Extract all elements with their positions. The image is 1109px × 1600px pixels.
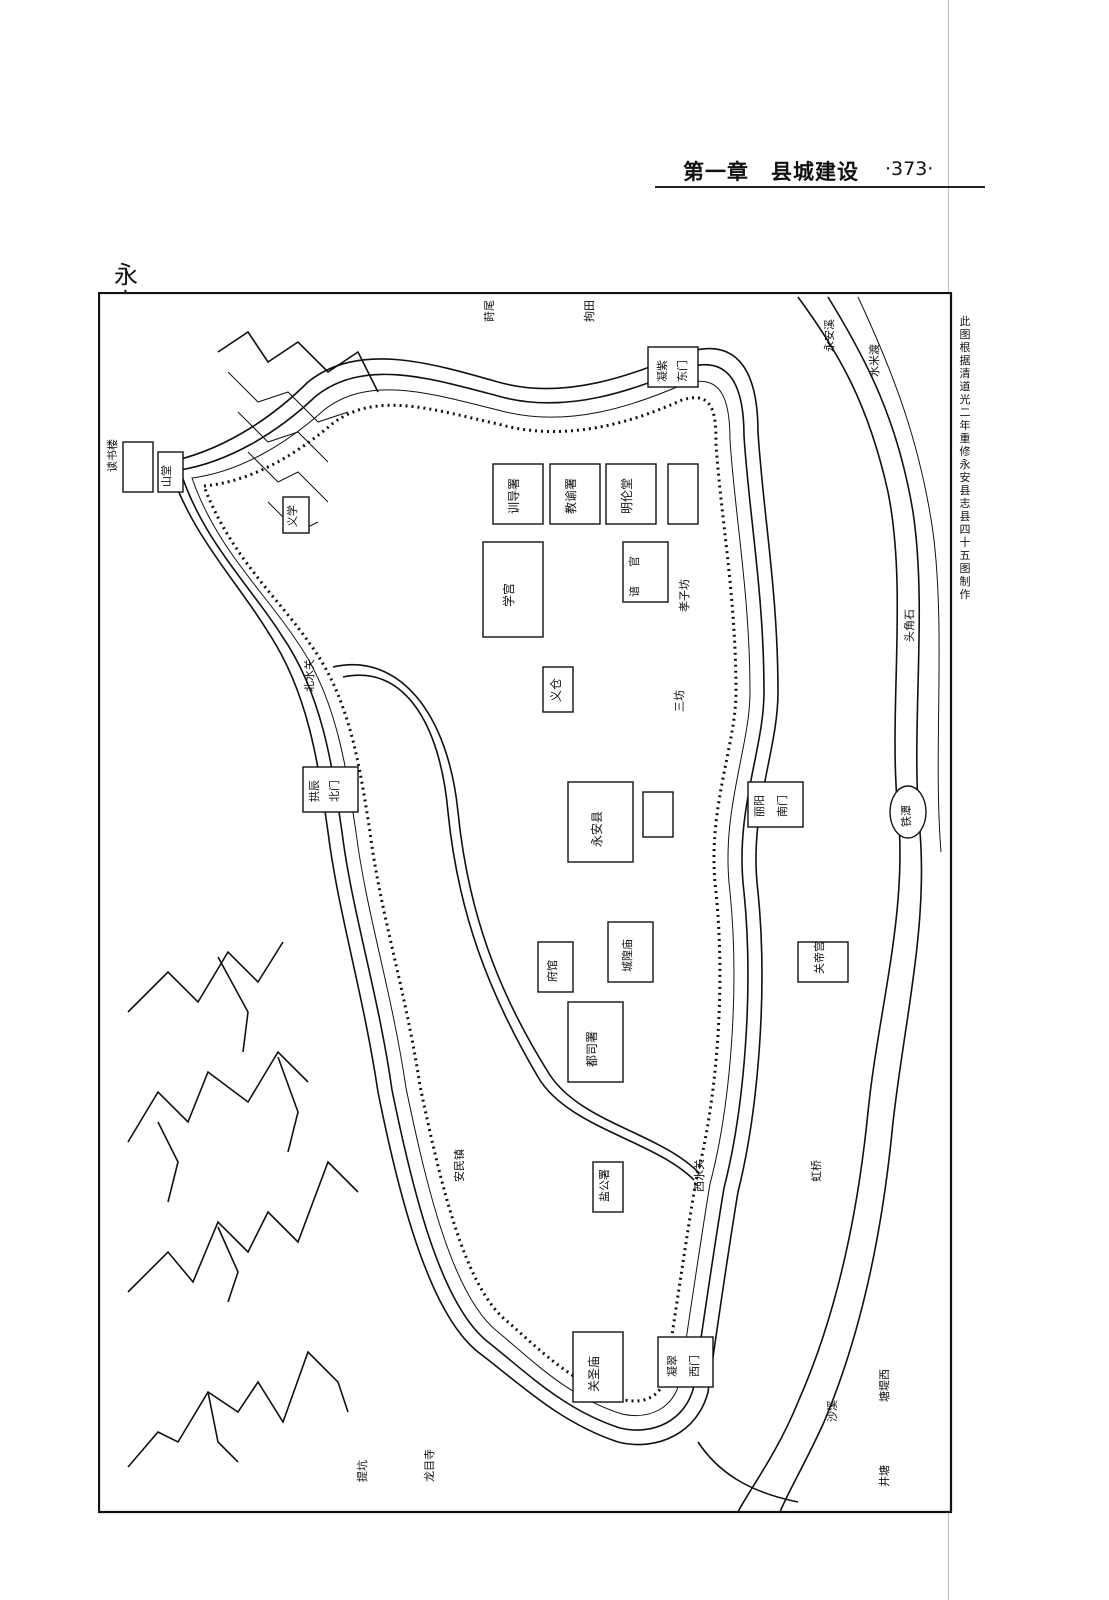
county-gate-shape [642,791,674,838]
page-number: ·373· [885,158,934,180]
granary-shape [542,666,574,713]
tiejing-rock-shape [889,785,927,839]
instructor-office-shape [549,463,601,525]
west-gate-tower-shape [657,1336,714,1388]
page-header: 第一章 县城建设 ·373· [655,152,985,188]
label-ferry: 水米渡 [867,344,881,377]
label-city-god-temple: 城隍庙 [620,939,634,972]
label-county-office: 永安县 [589,811,604,847]
map-source-note: 此图根据清道光二年重修永安县志县四十五图制作 [959,315,971,601]
mountain-range [127,941,359,1468]
label-hilltop-tower: 读书楼 [105,439,119,472]
label-governor-office: 都司署 [585,1031,599,1067]
label-west-gate: 西门 [687,1355,701,1377]
river [697,296,942,1513]
east-gate-tower-shape [647,346,699,388]
label-north-gate: 北门 [327,780,341,802]
label-guandi-temple: 关圣庙 [587,1356,601,1392]
label-place-jing: 井塘 [877,1465,891,1487]
label-arch-two: 三坊 [672,690,686,712]
map-labels: 读书楼 山堂 义学 训导署 教谕署 明伦堂 学宫 官 谙 孝子坊 三坊 义仓 永… [105,300,916,1487]
label-official-lodge: 府馆 [545,960,559,982]
city-map: .ink { fill: none; stroke: #111; stroke-… [98,292,953,1514]
school-palace-shape [482,541,544,638]
label-minglun-hall: 明伦堂 [619,478,634,514]
label-place-ne2: 拘田 [582,300,596,322]
north-gate-tower-shape [302,766,359,813]
guanyin-temple-shape [797,941,849,983]
label-tiejing: 铁潭 [900,805,913,827]
label-trainer-office: 训导署 [507,478,521,514]
governor-office-shape [567,1001,624,1083]
label-south-gate-tower: 丽阳 [753,795,766,817]
label-reservoir-hall: 盐公署 [598,1169,611,1202]
label-school-palace: 学宫 [501,583,516,607]
header-rule [655,186,985,188]
label-place-sw2: 龙目寺 [423,1449,436,1482]
county-office-shape [567,781,634,863]
label-yiyi-school: 义学 [285,505,299,527]
label-instructor-office: 教谕署 [563,478,578,514]
label-south-gate: 南门 [775,795,789,817]
east-shrine-shape [667,463,699,525]
label-east-gate-tower: 凝紫 [655,360,669,382]
label-place-ne1: 莳尾 [483,300,496,322]
yiyi-school-shape [282,496,310,534]
label-place-sw1: 提坑 [355,1460,369,1482]
label-place-tiejiao: 头角石 [903,609,916,642]
label-granary: 义仓 [549,678,563,702]
north-canal [332,664,699,1181]
chapter-title: 第一章 县城建设 [683,160,859,184]
label-north-gate-tower: 拱辰 [307,780,321,802]
hilltop-tower-shape [122,441,154,493]
minglun-hall-shape [605,463,657,525]
label-wenchang: 官 [627,556,641,567]
label-east-gate: 东门 [675,360,689,382]
buildings [122,346,927,1403]
label-arch-one: 孝子坊 [677,579,691,612]
trainer-office-shape [492,463,544,525]
label-wenchang-prefix: 谙 [627,586,641,597]
guandi-temple-shape [572,1331,624,1403]
label-guanyin-temple: 关帝宫 [812,941,826,974]
city-god-temple-shape [607,921,654,983]
label-north-water-gate: 北水关 [302,659,316,692]
label-place-tangbei: 塘堤西 [877,1369,891,1402]
south-gate-tower-shape [747,781,804,828]
hilltop-hall-shape [157,451,184,493]
label-place-hongqiao: 虹桥 [810,1160,823,1182]
label-hilltop-hall: 山堂 [160,465,173,487]
label-place-shaxi: 沙溪 [826,1400,839,1422]
label-west-gate-tower: 凝翠 [665,1355,679,1377]
city-wall [166,347,779,1446]
wenchang-shape [622,541,669,603]
label-river-name: 永安溪 [822,319,836,352]
official-lodge-shape [537,941,574,993]
label-anmin-fort: 安民镇 [452,1149,466,1182]
reservoir-hall-shape [592,1161,624,1213]
label-west-water-gate: 西水关 [692,1159,706,1192]
